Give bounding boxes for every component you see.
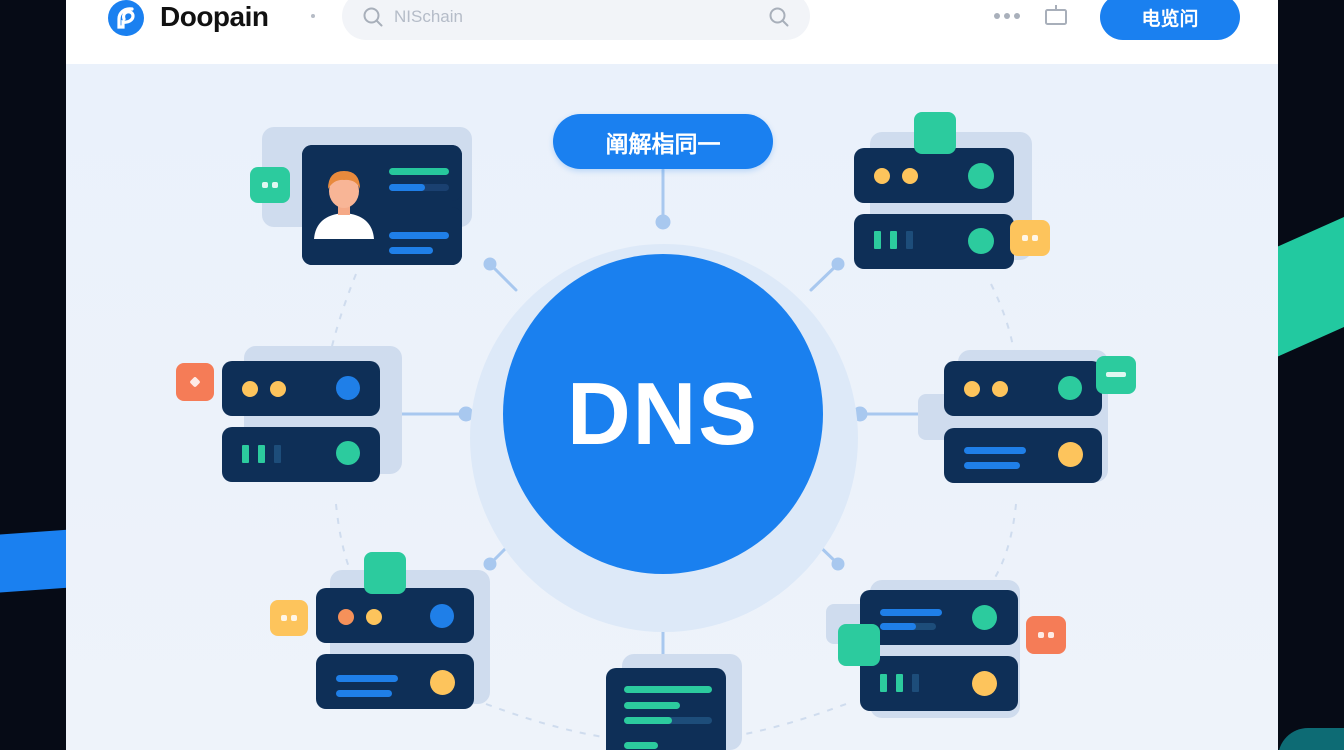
- server-node-bottom-right[interactable]: [826, 572, 1066, 732]
- chat-badge-icon: [250, 167, 290, 203]
- app-window: Doopain 电览问: [66, 0, 1278, 750]
- server-node-mid-right[interactable]: [918, 346, 1148, 486]
- more-icon[interactable]: [994, 12, 1024, 20]
- minus-badge-icon: [1096, 356, 1136, 394]
- search-bar[interactable]: [342, 0, 810, 40]
- cta-button[interactable]: 电览问: [1100, 0, 1240, 40]
- diamond-badge-icon: [176, 363, 214, 401]
- server-node-mid-left[interactable]: [176, 346, 406, 486]
- decorative-teal-band: [1278, 728, 1344, 750]
- separator-dot: [311, 14, 315, 18]
- chat-badge-icon: [1026, 616, 1066, 654]
- search-icon: [363, 7, 383, 27]
- title-pill[interactable]: 阐解栺同一: [553, 114, 773, 169]
- brand-name[interactable]: Doopain: [160, 1, 269, 32]
- logo-icon[interactable]: [106, 0, 146, 38]
- dns-diagram: 阐解栺同一 DNS: [66, 64, 1278, 750]
- search-submit-icon[interactable]: [768, 6, 790, 28]
- avatar-icon: [314, 171, 374, 239]
- top-bar: Doopain 电览问: [66, 0, 1278, 64]
- dns-center-node[interactable]: DNS: [503, 254, 823, 574]
- server-node-top-right[interactable]: [852, 112, 1062, 272]
- tv-icon[interactable]: [1044, 4, 1068, 26]
- user-card-node[interactable]: [250, 127, 490, 269]
- document-node-bottom-center[interactable]: [602, 654, 752, 750]
- chat-badge-icon: [1010, 220, 1050, 256]
- server-node-bottom-left[interactable]: [270, 550, 500, 710]
- decorative-green-band: [1270, 187, 1344, 360]
- green-tag-icon: [364, 552, 406, 594]
- chat-badge-icon: [270, 600, 308, 636]
- search-input[interactable]: [394, 6, 754, 28]
- green-tag-icon: [838, 624, 880, 666]
- green-tag-icon: [914, 112, 956, 154]
